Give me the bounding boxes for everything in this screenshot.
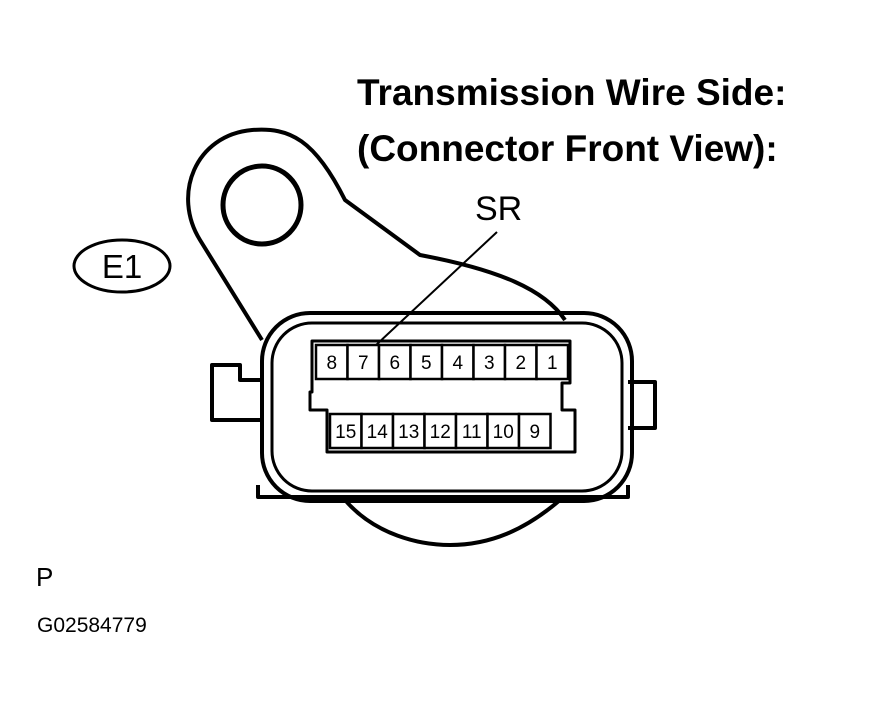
pin-number: 6: [389, 353, 400, 374]
pin-15: 15: [328, 412, 363, 450]
title-line-2: (Connector Front View):: [357, 128, 778, 169]
pin-cell: [535, 343, 570, 381]
pin-1: 1: [535, 343, 570, 381]
pin-6: 6: [377, 343, 412, 381]
pin-number: 8: [326, 353, 337, 374]
pin-number: 2: [515, 353, 526, 374]
sr-callout-label: SR: [475, 190, 523, 228]
pin-11: 11: [454, 412, 489, 450]
connector-id-text: E1: [102, 248, 142, 285]
figure-code: G02584779: [37, 614, 147, 637]
pin-cell: [503, 343, 538, 381]
pin-number: 3: [484, 353, 495, 374]
pin-9: 9: [517, 412, 552, 450]
body-lower-arc: [343, 498, 562, 547]
left-ear: [210, 363, 262, 422]
bracket-outline: [186, 127, 567, 342]
pin-cell: [423, 412, 458, 450]
pin-number: 7: [358, 353, 369, 374]
pin-number: 12: [430, 422, 451, 443]
pin-number: 15: [335, 422, 356, 443]
pin-cavity-frame: [308, 339, 577, 454]
connector-id-ellipse: [72, 238, 172, 294]
pin-cell: [454, 412, 489, 450]
pin-10: 10: [486, 412, 521, 450]
pin-cell: [440, 343, 475, 381]
pin-cell: [377, 343, 412, 381]
mounting-hole: [220, 163, 304, 247]
connector-housing-inner: [270, 321, 624, 493]
title-line-1: Transmission Wire Side:: [357, 72, 787, 113]
pin-cell: [517, 412, 552, 450]
pins-bottom-row: 15 14 13 12 11 10 9: [328, 412, 552, 450]
pin-7: 7: [346, 343, 381, 381]
pin-13: 13: [391, 412, 426, 450]
pin-cell: [346, 343, 381, 381]
pin-number: 1: [547, 353, 558, 374]
pin-cell: [409, 343, 444, 381]
pin-number: 14: [367, 422, 389, 443]
pin-5: 5: [409, 343, 444, 381]
pin-14: 14: [360, 412, 395, 450]
pin-number: 5: [421, 353, 432, 374]
right-ear: [628, 380, 657, 430]
bottom-flange: [256, 485, 630, 499]
sr-leader-line: [374, 231, 498, 347]
pin-12: 12: [423, 412, 458, 450]
pin-number: 9: [529, 422, 540, 443]
pin-4: 4: [440, 343, 475, 381]
connector-housing-outer: [260, 311, 634, 503]
pin-number: 13: [398, 422, 419, 443]
pin-number: 10: [493, 422, 514, 443]
view-label: P: [36, 562, 54, 592]
pin-number: 11: [462, 422, 482, 443]
pin-3: 3: [472, 343, 507, 381]
pin-8: 8: [314, 343, 349, 381]
pin-2: 2: [503, 343, 538, 381]
pin-number: 4: [452, 353, 463, 374]
